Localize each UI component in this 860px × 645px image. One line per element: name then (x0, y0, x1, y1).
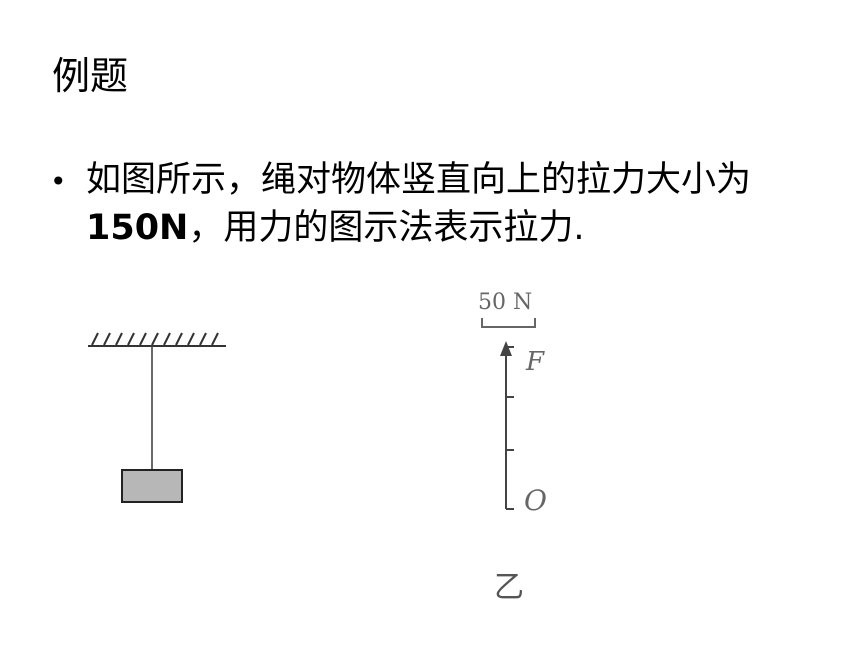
scale-label: 50 N (478, 290, 532, 315)
scale-bracket (481, 318, 536, 328)
slide-title: 例题 (52, 54, 129, 98)
problem-text-part2: ，用力的图示法表示拉力. (188, 208, 585, 248)
problem-text: 如图所示，绳对物体竖直向上的拉力大小为 150N，用力的图示法表示拉力. (86, 156, 806, 252)
hanging-block (121, 469, 183, 503)
force-arrow-head (500, 341, 512, 356)
force-label: F (525, 347, 545, 377)
problem-text-part1: 如图所示，绳对物体竖直向上的拉力大小为 (86, 160, 752, 200)
origin-label: O (524, 484, 547, 517)
force-value: 150N (86, 208, 189, 248)
ceiling (88, 332, 226, 347)
figure-caption: 乙 (494, 570, 524, 605)
bullet-marker: • (50, 165, 67, 198)
